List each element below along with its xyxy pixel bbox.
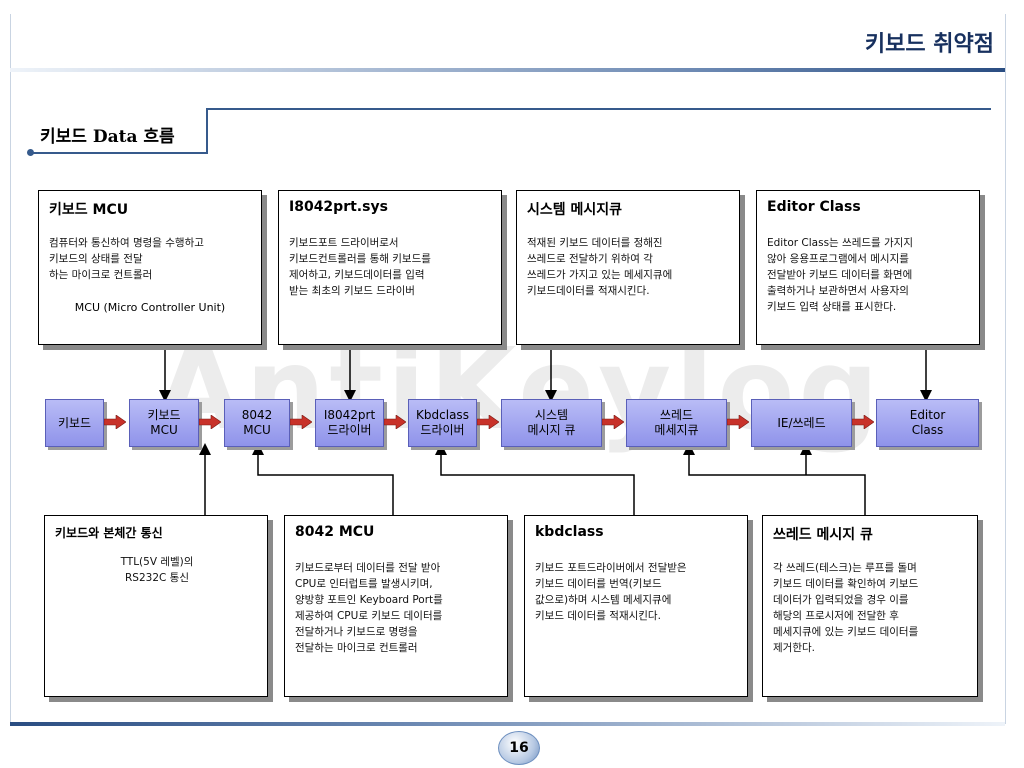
flow-node-i8042prt-driver: I8042prt 드라이버 bbox=[315, 399, 384, 447]
desc-box-i8042prt: I8042prt.sys 키보드포트 드라이버로서 키보드컨트롤러를 통해 키보… bbox=[278, 190, 502, 345]
section-bracket-edge bbox=[206, 108, 208, 154]
desc-box-body: 각 쓰레드(테스크)는 루프를 돌며 키보드 데이터를 확인하여 키보드 데이터… bbox=[773, 562, 919, 654]
flow-node-8042-mcu: 8042 MCU bbox=[224, 399, 290, 447]
flow-node-kbdclass-driver: Kbdclass 드라이버 bbox=[408, 399, 477, 447]
flow-arrow-icon bbox=[602, 415, 624, 429]
desc-box-thread-queue: 쓰레드 메시지 큐 각 쓰레드(테스크)는 루프를 돌며 키보드 데이터를 확인… bbox=[762, 515, 978, 697]
flow-node-keyboard: 키보드 bbox=[45, 399, 104, 447]
desc-box-body: 키보드로부터 데이터를 전달 받아 CPU로 인터럽트를 발생시키며, 양방향 … bbox=[295, 562, 443, 654]
section-title: 키보드 Data 흐름 bbox=[40, 127, 175, 147]
flow-arrow-icon bbox=[199, 415, 221, 429]
desc-box-title: 8042 MCU bbox=[295, 524, 375, 540]
page-number: 16 bbox=[498, 731, 540, 765]
desc-box-body: 키보드 포트드라이버에서 전달받은 키보드 데이터를 번역(키보드 값으로)하며… bbox=[535, 562, 687, 622]
section-underline bbox=[30, 152, 208, 154]
desc-box-body: 컴퓨터와 통신하여 명령을 수행하고 키보드의 상태를 전달 하는 마이크로 컨… bbox=[49, 237, 204, 281]
desc-box-8042-mcu: 8042 MCU 키보드로부터 데이터를 전달 받아 CPU로 인터럽트를 발생… bbox=[284, 515, 508, 697]
flow-node-keyboard-mcu: 키보드 MCU bbox=[129, 399, 199, 447]
desc-box-title: kbdclass bbox=[535, 524, 604, 540]
flow-arrow-icon bbox=[477, 415, 499, 429]
desc-box-title: 시스템 메시지큐 bbox=[527, 202, 623, 218]
desc-box-body: 키보드포트 드라이버로서 키보드컨트롤러를 통해 키보드를 제어하고, 키보드데… bbox=[289, 237, 431, 297]
flow-arrow-icon bbox=[852, 415, 874, 429]
desc-box-editor-class: Editor Class Editor Class는 쓰레드를 가지지 않아 응… bbox=[756, 190, 980, 345]
section-bracket-line bbox=[206, 108, 991, 110]
flow-node-system-queue: 시스템 메시지 큐 bbox=[501, 399, 602, 447]
slide-frame bbox=[10, 14, 1006, 724]
desc-box-note: MCU (Micro Controller Unit) bbox=[74, 301, 226, 314]
flow-arrow-icon bbox=[727, 415, 749, 429]
flow-arrow-icon bbox=[384, 415, 406, 429]
desc-box-title: Editor Class bbox=[767, 199, 861, 215]
desc-box-body: Editor Class는 쓰레드를 가지지 않아 응용프로그램에서 메시지를 … bbox=[767, 237, 913, 313]
header-divider bbox=[10, 68, 1005, 72]
desc-box-kbdclass: kbdclass 키보드 포트드라이버에서 전달받은 키보드 데이터를 번역(키… bbox=[524, 515, 748, 697]
desc-box-title: 키보드 MCU bbox=[49, 202, 129, 218]
desc-box-body: TTL(5V 레벨)의 RS232C 통신 bbox=[120, 556, 194, 584]
desc-box-body: 적재된 키보드 데이터를 정해진 쓰레드로 전달하기 위하여 각 쓰레드가 가지… bbox=[527, 237, 673, 297]
flow-node-ie-thread: IE/쓰레드 bbox=[751, 399, 852, 447]
flow-node-editor-class: Editor Class bbox=[876, 399, 979, 447]
desc-box-system-queue: 시스템 메시지큐 적재된 키보드 데이터를 정해진 쓰레드로 전달하기 위하여 … bbox=[516, 190, 740, 345]
slide-title: 키보드 취약점 bbox=[864, 31, 994, 57]
desc-box-title: 키보드와 본체간 통신 bbox=[55, 526, 163, 540]
desc-box-keyboard-mcu: 키보드 MCU 컴퓨터와 통신하여 명령을 수행하고 키보드의 상태를 전달 하… bbox=[38, 190, 262, 345]
flow-node-thread-queue: 쓰레드 메세지큐 bbox=[626, 399, 727, 447]
footer-divider bbox=[10, 722, 1005, 726]
flow-arrow-icon bbox=[104, 415, 126, 429]
desc-box-title: 쓰레드 메시지 큐 bbox=[773, 527, 873, 543]
desc-box-keyboard-comm: 키보드와 본체간 통신 TTL(5V 레벨)의 RS232C 통신 bbox=[44, 515, 268, 697]
desc-box-title: I8042prt.sys bbox=[289, 199, 388, 215]
flow-arrow-icon bbox=[290, 415, 312, 429]
section-bullet-dot bbox=[27, 149, 34, 156]
